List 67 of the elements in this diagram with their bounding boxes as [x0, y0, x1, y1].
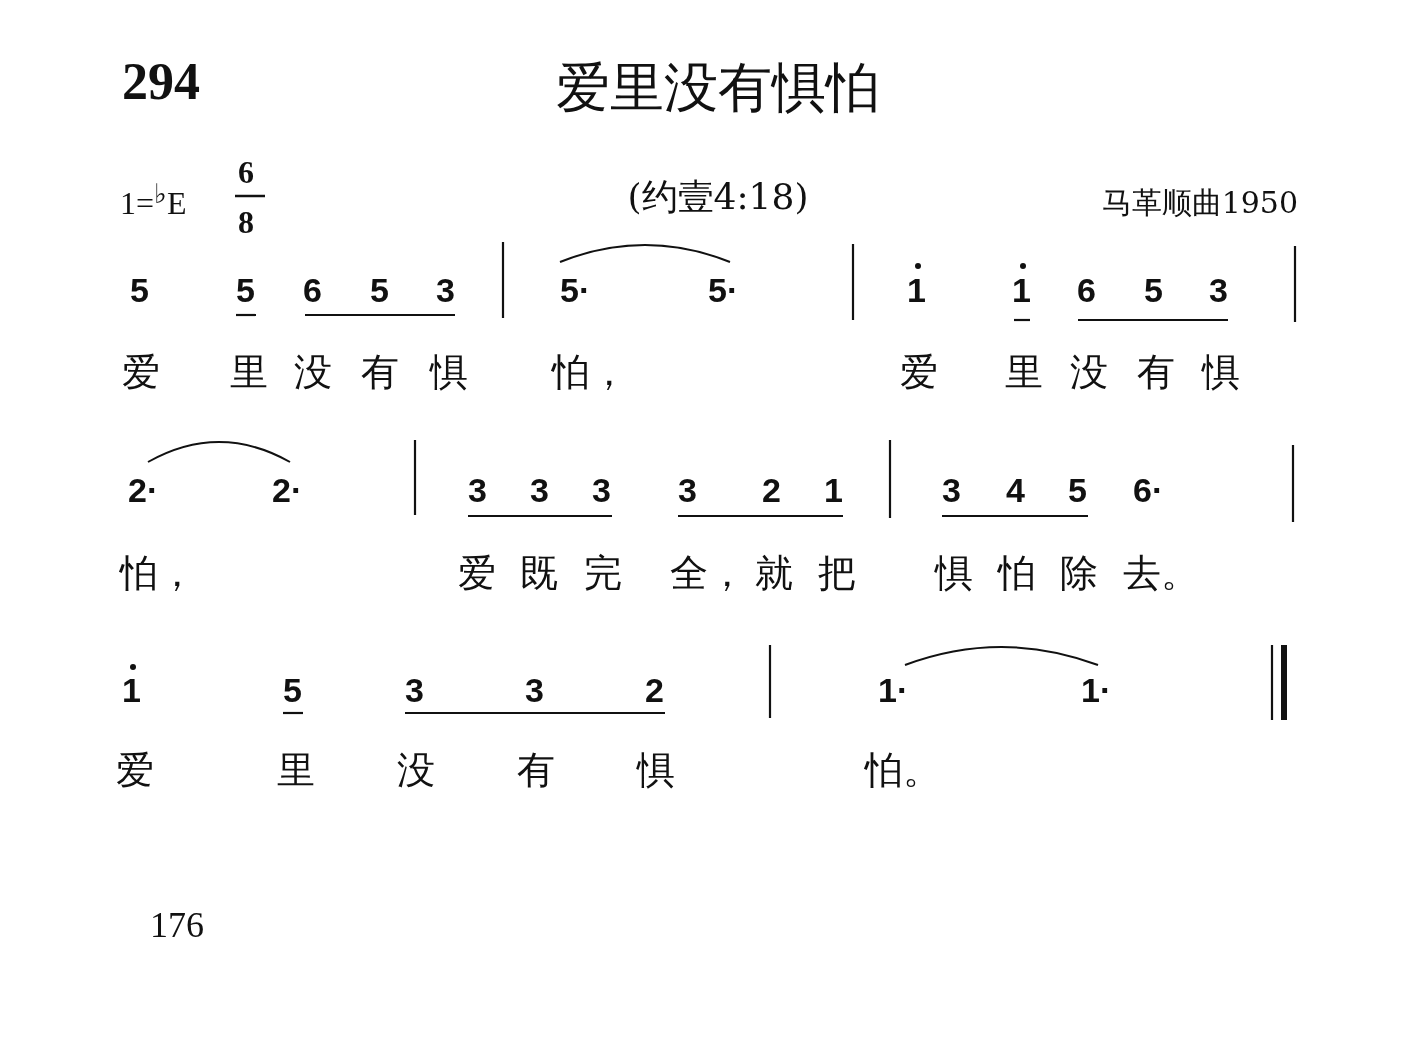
note: 3 — [942, 473, 961, 507]
note: 3 — [525, 673, 544, 707]
note: 1 — [824, 473, 843, 507]
note: 3 — [1209, 273, 1228, 307]
lyric: 除 — [1060, 554, 1098, 592]
note: 5 — [1144, 273, 1163, 307]
note: 3 — [592, 473, 611, 507]
note: 1 — [1012, 273, 1031, 307]
lyric: 去。 — [1123, 554, 1199, 592]
composer-credit: 马革顺曲1950 — [1101, 188, 1298, 218]
note: 5· — [560, 273, 591, 307]
lyric: 既 — [520, 554, 558, 592]
lyric: 完 — [584, 554, 622, 592]
note: 5· — [708, 273, 739, 307]
lyric: 没 — [1070, 353, 1108, 391]
note: 2· — [128, 473, 159, 507]
note: 2 — [762, 473, 781, 507]
lyric: 有 — [517, 751, 555, 789]
lyric: 惧 — [637, 751, 675, 789]
note: 5 — [236, 273, 255, 307]
lyric: 里 — [277, 751, 315, 789]
lyric: 惧 — [935, 554, 973, 592]
note: 6 — [1077, 273, 1096, 307]
note: 3 — [530, 473, 549, 507]
lyric: 里 — [1005, 353, 1043, 391]
note: 2· — [272, 473, 303, 507]
note: 2 — [645, 673, 664, 707]
lyric: 没 — [397, 751, 435, 789]
lyric: 把 — [818, 554, 856, 592]
lyric: 里 — [230, 353, 268, 391]
note: 3 — [468, 473, 487, 507]
key-signature: 1=$^{♭}$E — [120, 180, 187, 220]
lyric: 全， — [670, 554, 746, 592]
lyric: 惧 — [430, 353, 468, 391]
note: 5 — [130, 273, 149, 307]
note: 3 — [678, 473, 697, 507]
note: 6 — [303, 273, 322, 307]
time-signature-top: 6 — [238, 156, 254, 188]
lyric: 怕， — [120, 554, 196, 592]
note: 1· — [1081, 673, 1112, 707]
note: 1 — [122, 673, 141, 707]
time-signature-bottom: 8 — [238, 206, 254, 238]
note: 1 — [907, 273, 926, 307]
lyric: 爱 — [116, 751, 154, 789]
lyric: 没 — [294, 353, 332, 391]
lyric: 就 — [755, 554, 793, 592]
hymn-number: 294 — [122, 56, 200, 108]
note: 3 — [405, 673, 424, 707]
lyric: 有 — [361, 353, 399, 391]
lyric: 怕 — [998, 554, 1036, 592]
note: 5 — [370, 273, 389, 307]
page-number: 176 — [150, 907, 204, 943]
lyric: 怕， — [552, 353, 628, 391]
note: 3 — [436, 273, 455, 307]
lyric: 爱 — [900, 353, 938, 391]
lyric: 惧 — [1202, 353, 1240, 391]
lyric: 有 — [1137, 353, 1175, 391]
note: 4 — [1006, 473, 1025, 507]
note: 1· — [878, 673, 909, 707]
note: 5 — [1068, 473, 1087, 507]
lyric: 怕。 — [865, 751, 941, 789]
scripture-reference: (约壹4:18) — [627, 179, 809, 215]
lyric: 爱 — [122, 353, 160, 391]
lyric: 爱 — [458, 554, 496, 592]
title: 爱里没有惧怕 — [556, 61, 880, 115]
note: 5 — [283, 673, 302, 707]
note: 6· — [1133, 473, 1164, 507]
